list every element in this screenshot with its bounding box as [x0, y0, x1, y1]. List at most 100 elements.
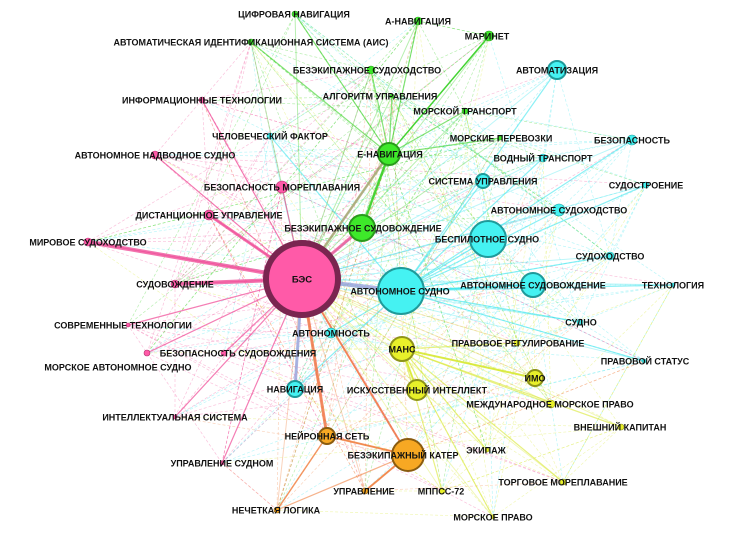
node-keyword[interactable] [546, 399, 556, 409]
node-label: НЕЙРОННАЯ СЕТЬ [285, 431, 370, 442]
node-keyword[interactable] [389, 93, 395, 99]
node-keyword[interactable] [438, 487, 446, 495]
edge [201, 69, 372, 101]
node-keyword[interactable] [413, 16, 423, 26]
node-keyword[interactable] [497, 135, 503, 141]
edge [294, 238, 489, 390]
edge [301, 157, 544, 280]
edge [294, 110, 466, 390]
node-label: АВТОНОМНОЕ НАДВОДНОЕ СУДНО [75, 151, 236, 161]
node-label: БЕЗОПАСНОСТЬ МОРЕПЛАВАНИЯ [204, 183, 360, 193]
node-keyword[interactable] [318, 427, 336, 445]
node-keyword[interactable] [203, 209, 215, 221]
node-keyword[interactable] [291, 10, 299, 18]
node-bes-hub[interactable] [263, 240, 341, 318]
edge [388, 35, 490, 155]
edge [486, 184, 647, 451]
edge [146, 284, 534, 354]
node-keyword[interactable] [475, 173, 491, 189]
node-keyword[interactable] [547, 60, 567, 80]
edge [388, 110, 466, 155]
node-keyword[interactable] [559, 478, 567, 486]
edge [417, 20, 466, 112]
node-keyword[interactable] [626, 134, 638, 146]
edge [208, 214, 366, 492]
node-keyword[interactable] [247, 38, 255, 46]
node-keyword[interactable] [538, 153, 548, 163]
node-keyword[interactable] [641, 358, 647, 364]
edge [550, 284, 674, 405]
node-keyword[interactable] [170, 279, 180, 289]
node-keyword[interactable] [377, 142, 401, 166]
edge [221, 290, 402, 464]
node-keyword[interactable] [266, 132, 274, 140]
node-label: ДИСТАНЦИОННОЕ УПРАВЛЕНИЕ [136, 211, 283, 221]
edge [556, 69, 611, 257]
node-keyword[interactable] [83, 237, 93, 247]
node-keyword[interactable] [490, 514, 496, 520]
node-keyword[interactable] [198, 96, 206, 104]
edge [87, 180, 484, 243]
node-keyword[interactable] [617, 423, 625, 431]
edge [174, 283, 332, 334]
node-keyword[interactable] [273, 506, 281, 514]
edge [208, 69, 372, 216]
node-keyword[interactable] [325, 327, 337, 339]
node-keyword[interactable] [642, 181, 650, 189]
node-keyword[interactable] [150, 150, 160, 160]
node-keyword[interactable] [361, 487, 369, 495]
nodes-layer [83, 10, 676, 520]
edge [388, 20, 419, 155]
edge [221, 284, 674, 464]
edge [146, 135, 271, 354]
edge [486, 209, 560, 451]
node-label: УПРАВЛЕНИЕ СУДНОМ [171, 459, 274, 469]
edge [330, 110, 466, 334]
edge [281, 186, 611, 257]
edge [301, 20, 419, 280]
edge [276, 509, 494, 518]
node-keyword[interactable] [576, 318, 584, 326]
node-keyword[interactable] [219, 460, 225, 466]
node-keyword[interactable] [526, 369, 544, 387]
edge [301, 209, 560, 280]
node-keyword[interactable] [220, 349, 228, 357]
node-keyword[interactable] [172, 414, 178, 420]
node-keyword[interactable] [366, 65, 376, 75]
node-keyword[interactable] [143, 349, 151, 357]
node-keyword[interactable] [377, 267, 425, 315]
node-keyword[interactable] [552, 203, 566, 217]
node-label: СОВРЕМЕННЫЕ ТЕХНОЛОГИИ [54, 321, 192, 331]
node-keyword[interactable] [484, 447, 490, 453]
edge [276, 209, 560, 511]
edge [201, 95, 393, 101]
node-keyword[interactable] [605, 251, 615, 261]
node-label: ЭКИПАЖ [466, 446, 506, 456]
node-keyword[interactable] [461, 107, 469, 115]
node-keyword[interactable] [513, 339, 521, 347]
edge [269, 135, 518, 344]
edge [416, 389, 564, 483]
edge [301, 278, 622, 428]
node-keyword[interactable] [389, 336, 415, 362]
node-keyword[interactable] [348, 214, 376, 242]
node-keyword[interactable] [286, 380, 304, 398]
edge [516, 184, 647, 344]
edge [400, 157, 544, 292]
edge [87, 241, 534, 286]
edge [174, 41, 252, 285]
edge [391, 95, 402, 292]
node-keyword[interactable] [125, 322, 131, 328]
edge [201, 99, 210, 216]
node-keyword[interactable] [469, 220, 507, 258]
node-keyword[interactable] [391, 438, 425, 472]
node-keyword[interactable] [520, 272, 546, 298]
node-keyword[interactable] [406, 379, 428, 401]
node-keyword[interactable] [670, 282, 676, 288]
edge [326, 377, 536, 437]
node-keyword[interactable] [483, 30, 495, 42]
edge [250, 41, 489, 240]
node-keyword[interactable] [275, 180, 289, 194]
edge [391, 95, 552, 405]
